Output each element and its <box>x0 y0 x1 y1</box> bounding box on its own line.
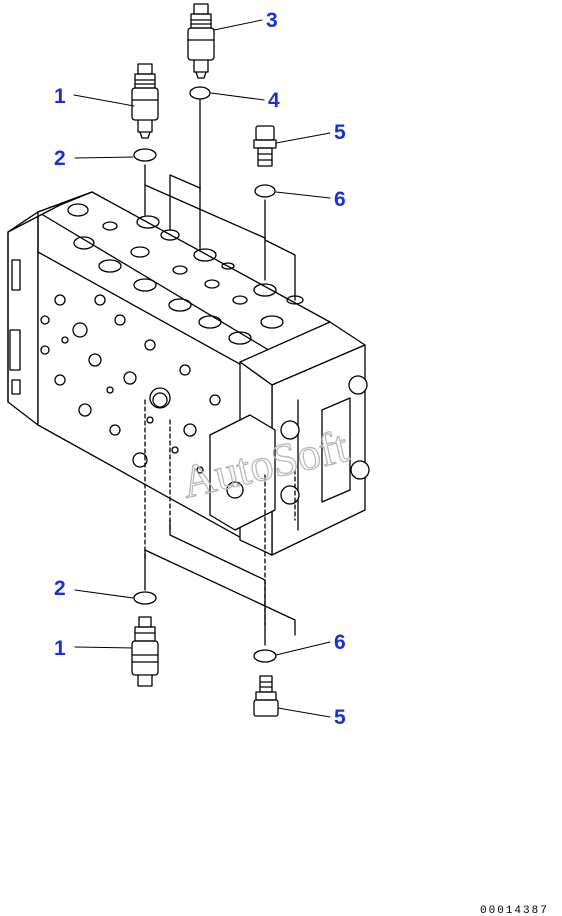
callout-2-upper: 2 <box>54 147 66 170</box>
plug-upper <box>253 125 277 167</box>
relief-valve-upper <box>131 63 159 139</box>
o-ring-right-lower <box>253 649 277 663</box>
o-ring-top <box>189 86 211 100</box>
control-valve-block <box>7 191 370 626</box>
callout-2-lower: 2 <box>54 577 66 600</box>
callout-6-lower: 6 <box>334 631 346 654</box>
callout-6-upper: 6 <box>334 188 346 211</box>
hidden-lines <box>144 399 296 626</box>
o-ring-upper <box>133 148 157 162</box>
o-ring-lower <box>133 591 157 605</box>
o-ring-right-upper <box>254 184 276 198</box>
front-face-holes <box>40 294 221 474</box>
relief-valve-lower <box>131 616 159 687</box>
relief-valve-top <box>187 3 215 79</box>
callout-1-upper: 1 <box>54 85 66 108</box>
callout-leaders <box>73 19 331 718</box>
callout-5-lower: 5 <box>334 706 346 729</box>
callout-3: 3 <box>266 9 278 32</box>
callout-1-lower: 1 <box>54 637 66 660</box>
callout-4: 4 <box>268 89 280 112</box>
plug-lower <box>253 675 279 717</box>
callout-numbers: 1 2 3 4 5 6 2 1 6 5 <box>54 9 346 729</box>
callout-5-upper: 5 <box>334 121 346 144</box>
drawing-number: 00014387 <box>480 905 549 916</box>
assembly-guide-lines <box>144 99 296 646</box>
